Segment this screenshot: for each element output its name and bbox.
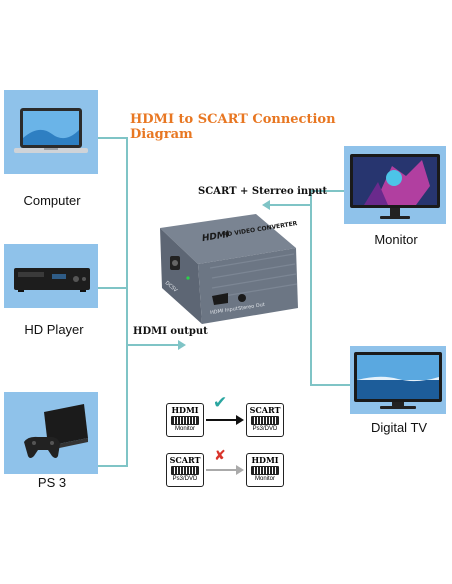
connector-type-label: HDMI: [251, 455, 279, 465]
legend-hdmi-monitor-connector-invalid: HDMI Monitor: [246, 453, 284, 487]
hdmi-output-arrow: [178, 340, 186, 350]
digital-tv-box: [350, 346, 446, 414]
hd-player-box: [4, 244, 98, 308]
ps3-connector-line: [98, 465, 128, 467]
connector-type-label: SCART: [169, 455, 201, 465]
legend-scart-ps3-connector: SCART Ps3/DVD: [246, 403, 284, 437]
tv-connector-line: [310, 384, 350, 386]
scart-input-line: [268, 204, 310, 206]
computer-box: [4, 90, 98, 174]
hdmi-output-label: HDMI output: [133, 326, 208, 337]
player-connector-line: [98, 287, 128, 289]
hd-player-label: HD Player: [24, 322, 84, 337]
legend-scart-ps3-connector-invalid: SCART Ps3/DVD: [166, 453, 204, 487]
digital-tv-label: Digital TV: [370, 420, 428, 435]
connector-device-label: Monitor: [254, 476, 275, 482]
media-player-icon: [14, 268, 90, 292]
connector-type-label: HDMI: [171, 405, 199, 415]
ps3-box: [4, 392, 98, 474]
connector-type-label: SCART: [249, 405, 281, 415]
connector-device-label: Ps3/DVD: [172, 476, 198, 482]
scart-input-label: SCART + Sterreo input: [198, 186, 328, 197]
connector-device-label: Ps3/DVD: [252, 426, 278, 432]
computer-label: Computer: [23, 193, 81, 208]
tv-icon: [354, 352, 442, 409]
valid-direction-arrowhead: [236, 415, 244, 425]
connector-plug-icon: [251, 466, 279, 475]
game-console-icon: [24, 404, 88, 458]
laptop-icon: [14, 108, 88, 153]
connector-plug-icon: [251, 416, 279, 425]
hdmi-output-line: [128, 344, 180, 346]
diagram-title: HDMI to SCART Connection Diagram: [130, 112, 336, 142]
connector-plug-icon: [171, 416, 199, 425]
valid-direction-arrow-line: [206, 419, 238, 421]
invalid-direction-arrowhead: [236, 465, 244, 475]
check-icon: ✔: [213, 393, 228, 413]
invalid-direction-arrow-line: [206, 469, 238, 471]
connector-plug-icon: [171, 466, 199, 475]
left-bus-line: [126, 137, 128, 467]
legend-hdmi-monitor-connector: HDMI Monitor: [166, 403, 204, 437]
monitor-connector-line: [310, 190, 344, 192]
connector-device-label: Monitor: [174, 426, 195, 432]
right-bus-line: [310, 190, 312, 386]
converter-device: HDMI HD VIDEO CONVERTER DC5V HDMI Input …: [130, 208, 302, 340]
ps3-label: PS 3: [37, 475, 67, 490]
monitor-icon: [350, 154, 440, 219]
scart-input-arrow: [262, 200, 270, 210]
monitor-box: [344, 146, 446, 224]
monitor-label: Monitor: [374, 232, 418, 247]
cross-icon: ✘: [214, 448, 226, 464]
computer-connector-line: [98, 137, 128, 139]
